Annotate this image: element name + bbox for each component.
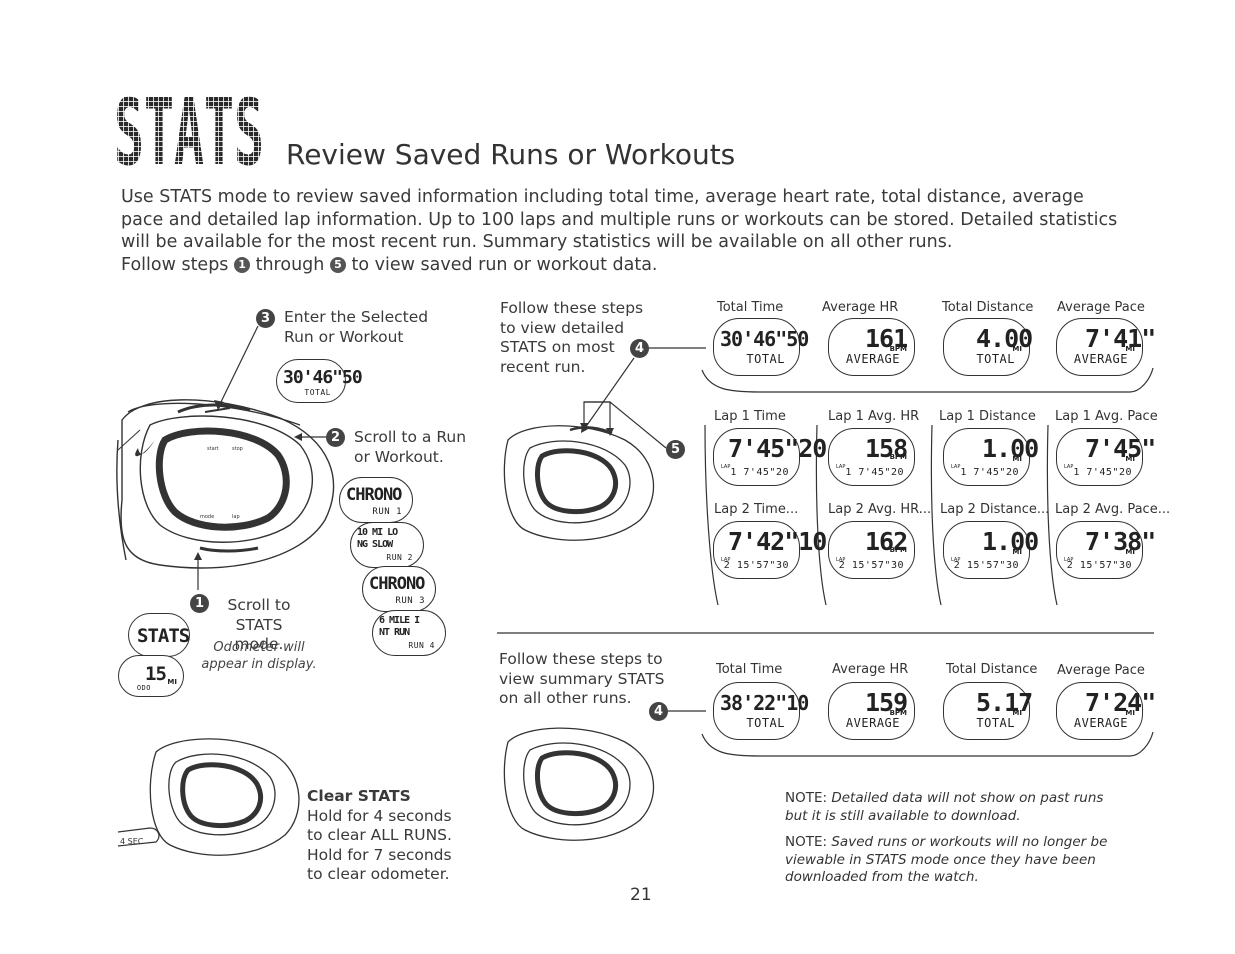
step-3-badge: 3	[256, 309, 275, 328]
hdr-lap2-pace: Lap 2 Avg. Pace...	[1055, 502, 1171, 517]
lcd-average-pace: 7'41" MI AVERAGE	[1056, 318, 1156, 376]
watch-label-lap: lap	[232, 514, 240, 520]
hdr-average-pace: Average Pace	[1057, 300, 1145, 315]
watch-label-stop: stop	[232, 446, 243, 452]
hdr-total-distance: Total Distance	[942, 300, 1034, 315]
step-1-badge: 1	[190, 594, 209, 613]
watch-label-start: start	[207, 446, 219, 452]
page-number: 21	[630, 885, 652, 905]
hdr-summary-average-hr: Average HR	[832, 662, 909, 677]
hdr-lap2-time: Lap 2 Time...	[714, 502, 799, 517]
intro-text: Use STATS mode to review saved informati…	[121, 186, 1131, 276]
hdr-summary-total-time: Total Time	[716, 662, 783, 677]
four-sec-label: 4 SEC	[120, 837, 144, 846]
lcd-odometer: 15 MI ODO	[118, 655, 184, 697]
intro-follow: Follow steps 1 through 5 to view saved r…	[121, 254, 658, 275]
hdr-lap1-pace: Lap 1 Avg. Pace	[1055, 409, 1158, 424]
lcd-total-time: 30'46"50 TOTAL	[713, 318, 809, 376]
hdr-lap1-hr: Lap 1 Avg. HR	[828, 409, 920, 424]
watch-detailed-drawing	[503, 425, 655, 541]
step-4-detailed-badge: 4	[630, 339, 649, 358]
page-title: Review Saved Runs or Workouts	[286, 138, 736, 171]
watch-clear-drawing	[149, 738, 300, 856]
hdr-summary-total-distance: Total Distance	[946, 662, 1038, 677]
step-5-badge: 5	[666, 440, 685, 459]
lcd-lap1-pace: 7'45" MI LAP 1 7'45"20	[1056, 428, 1156, 486]
step-4-summary-badge: 4	[649, 702, 668, 721]
lcd-run-2: 10 MI LO NG SLOW RUN 2	[350, 522, 424, 568]
lcd-enter-run: 30'46"50 TOTAL	[276, 359, 363, 403]
note-detailed-data: NOTE: Detailed data will not show on pas…	[785, 790, 1104, 824]
hdr-total-time: Total Time	[717, 300, 784, 315]
stats-logo: STATS	[114, 92, 264, 167]
lcd-summary-total-distance: 5.17 MI TOTAL	[943, 682, 1033, 740]
lcd-lap2-distance: 1.00 MI LAP 2 15'57"30	[943, 521, 1039, 579]
watch-summary-drawing	[503, 727, 655, 841]
step-badge-start: 1	[234, 256, 251, 273]
lcd-stats-mode: STATS	[128, 613, 190, 657]
svg-text:STATS: STATS	[114, 92, 264, 167]
lcd-run-3: CHRONO RUN 3	[362, 566, 436, 612]
lcd-run-4: 6 MILE I NT RUN RUN 4	[372, 610, 446, 656]
lcd-average-hr: 161 BPM AVERAGE	[828, 318, 915, 376]
clear-stats-text: Clear STATS Hold for 4 seconds to clear …	[307, 787, 452, 883]
watch-label-mode: mode	[200, 514, 214, 520]
lcd-lap1-time: 7'45"20 LAP 1 7'45"20	[713, 428, 827, 486]
lcd-summary-total-time: 38'22"10 TOTAL	[713, 682, 809, 740]
lcd-lap2-time: 7'42"10 LAP 2 15'57"30	[713, 521, 827, 579]
lcd-lap1-distance: 1.00 MI LAP 1 7'45"20	[943, 428, 1039, 486]
hdr-lap2-hr: Lap 2 Avg. HR...	[828, 502, 932, 517]
finger-icon	[117, 827, 160, 847]
hdr-lap2-distance: Lap 2 Distance...	[940, 502, 1050, 517]
intro-paragraph: Use STATS mode to review saved informati…	[121, 187, 1118, 253]
clear-stats-title: Clear STATS	[307, 787, 411, 805]
step-2-badge: 2	[326, 428, 345, 447]
lcd-lap1-hr: 158 BPM LAP 1 7'45"20	[828, 428, 915, 486]
hdr-summary-average-pace: Average Pace	[1057, 663, 1145, 678]
watch-main-drawing	[116, 399, 335, 569]
hdr-lap1-distance: Lap 1 Distance	[939, 409, 1036, 424]
lcd-lap2-pace: 7'38" MI LAP 2 15'57"30	[1056, 521, 1156, 579]
hdr-average-hr: Average HR	[822, 300, 899, 315]
lcd-run-1: CHRONO RUN 1	[339, 477, 413, 523]
lcd-summary-average-pace: 7'24" MI AVERAGE	[1056, 682, 1156, 740]
swoosh-icon	[135, 440, 155, 457]
lcd-lap2-hr: 162 BPM LAP 2 15'57"30	[828, 521, 915, 579]
hdr-lap1-time: Lap 1 Time	[714, 409, 786, 424]
lcd-summary-average-hr: 159 BPM AVERAGE	[828, 682, 915, 740]
lcd-total-distance: 4.00 MI TOTAL	[943, 318, 1033, 376]
note-downloaded: NOTE: Saved runs or workouts will no lon…	[785, 834, 1108, 885]
step-badge-end: 5	[329, 256, 346, 273]
